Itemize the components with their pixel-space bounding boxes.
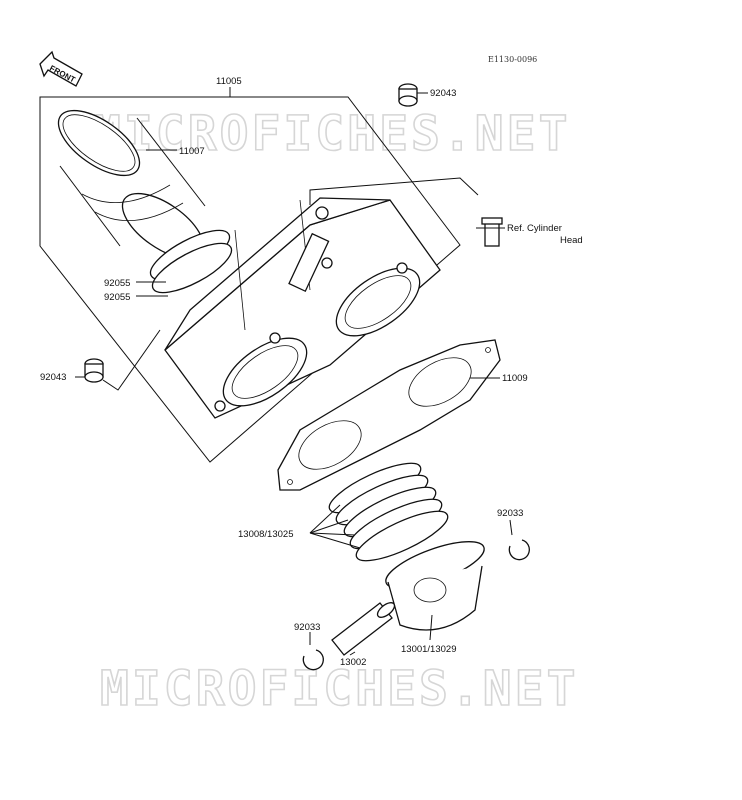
piston-pin-part	[331, 602, 396, 656]
base-gasket-part	[277, 339, 501, 491]
callout-13008-13025: 13008/13025	[238, 529, 293, 540]
callout-11005: 11005	[216, 76, 242, 87]
cylinder-block-part	[164, 197, 441, 419]
leader-lines	[75, 87, 513, 656]
bolt-part	[481, 217, 503, 247]
callout-11007: 11007	[179, 146, 205, 157]
callout-92033-right: 92033	[497, 508, 523, 519]
callout-ref-head: Head	[560, 235, 583, 246]
dowel-pin-left-part	[84, 358, 104, 383]
o-rings-part	[149, 229, 233, 294]
callout-92033-left: 92033	[294, 622, 320, 633]
callout-13002: 13002	[340, 657, 366, 668]
piston-part	[385, 541, 485, 631]
callout-13001-13029: 13001/13029	[401, 644, 456, 655]
callout-92055-lower: 92055	[104, 292, 130, 303]
piston-rings-set-part	[328, 462, 449, 562]
watermark-top: MICROFICHES.NET	[92, 106, 570, 162]
callout-92043-top: 92043	[430, 88, 456, 99]
callout-92055-upper: 92055	[104, 278, 130, 289]
front-arrow-icon: FRONT	[39, 50, 83, 87]
callout-ref-cylinder: Ref. Cylinder	[507, 223, 562, 234]
dowel-pin-top-part	[398, 83, 418, 107]
drawing-code: E1130-0096	[488, 55, 537, 64]
circlip-right-part	[508, 539, 530, 561]
circlip-left-part	[302, 649, 324, 671]
callout-92043-left: 92043	[40, 372, 66, 383]
callout-11009: 11009	[502, 373, 528, 384]
watermark-bottom: MICROFICHES.NET	[100, 661, 578, 717]
